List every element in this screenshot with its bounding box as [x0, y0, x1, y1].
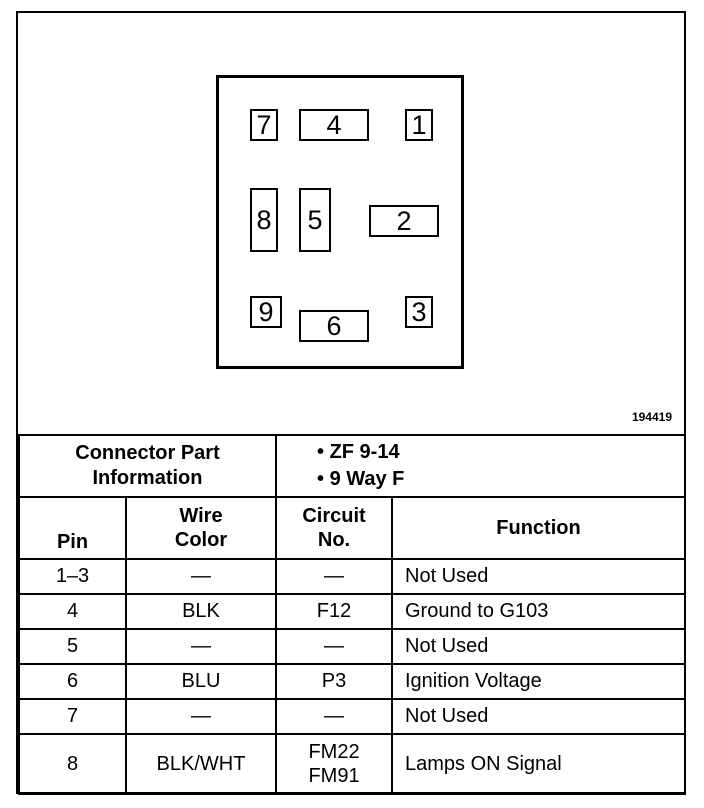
cell-wire: BLK/WHT [125, 733, 277, 795]
part-info-label-line2: Information [92, 467, 203, 489]
pin-3: 3 [405, 296, 433, 328]
pin-4: 4 [299, 109, 369, 141]
part-info-item: ZF 9-14 [317, 439, 684, 466]
table-row: 5 — — Not Used [18, 628, 686, 665]
cell-circuit: — [275, 698, 393, 735]
connector-diagram: 7 4 1 8 5 2 9 6 3 194419 [18, 13, 684, 434]
part-info-values: ZF 9-14 9 Way F [275, 434, 686, 498]
cell-wire: — [125, 558, 277, 595]
part-info-item: 9 Way F [317, 466, 684, 493]
table-row: 8 BLK/WHT FM22 FM91 Lamps ON Signal [18, 733, 686, 795]
cell-wire: — [125, 698, 277, 735]
pin-6: 6 [299, 310, 369, 342]
pin-8: 8 [250, 188, 278, 252]
table-row: 4 BLK F12 Ground to G103 [18, 593, 686, 630]
table-row: 1–3 — — Not Used [18, 558, 686, 595]
cell-function: Not Used [391, 558, 686, 595]
header-function: Function [391, 496, 686, 560]
cell-pin: 1–3 [18, 558, 127, 595]
cell-circuit: P3 [275, 663, 393, 700]
part-info-label: Connector Part Information [18, 434, 277, 498]
connector-face: 7 4 1 8 5 2 9 6 3 [216, 75, 464, 369]
cell-function: Not Used [391, 628, 686, 665]
table-row: 7 — — Not Used [18, 698, 686, 735]
cell-function: Lamps ON Signal [391, 733, 686, 795]
figure-number: 194419 [631, 410, 672, 424]
cell-function: Ignition Voltage [391, 663, 686, 700]
part-info-row: Connector Part Information ZF 9-14 9 Way… [18, 434, 686, 498]
cell-circuit: FM22 FM91 [275, 733, 393, 795]
cell-function: Ground to G103 [391, 593, 686, 630]
cell-wire: — [125, 628, 277, 665]
table-header: Pin Wire Color Circuit No. Function [18, 496, 686, 560]
connector-table: Connector Part Information ZF 9-14 9 Way… [18, 434, 686, 795]
cell-pin: 4 [18, 593, 127, 630]
cell-wire: BLK [125, 593, 277, 630]
cell-pin: 7 [18, 698, 127, 735]
cell-circuit: — [275, 628, 393, 665]
cell-wire: BLU [125, 663, 277, 700]
cell-circuit: — [275, 558, 393, 595]
connector-figure: 7 4 1 8 5 2 9 6 3 194419 Connector Part … [16, 11, 686, 795]
table-row: 6 BLU P3 Ignition Voltage [18, 663, 686, 700]
pin-7: 7 [250, 109, 278, 141]
cell-circuit: F12 [275, 593, 393, 630]
cell-function: Not Used [391, 698, 686, 735]
header-wire-color: Wire Color [125, 496, 277, 560]
cell-pin: 5 [18, 628, 127, 665]
cell-pin: 6 [18, 663, 127, 700]
header-pin: Pin [18, 496, 127, 560]
pin-1: 1 [405, 109, 433, 141]
pin-9: 9 [250, 296, 282, 328]
part-info-label-line1: Connector Part [75, 442, 220, 464]
cell-pin: 8 [18, 733, 127, 795]
pin-5: 5 [299, 188, 331, 252]
pin-2: 2 [369, 205, 439, 237]
header-circuit-no: Circuit No. [275, 496, 393, 560]
